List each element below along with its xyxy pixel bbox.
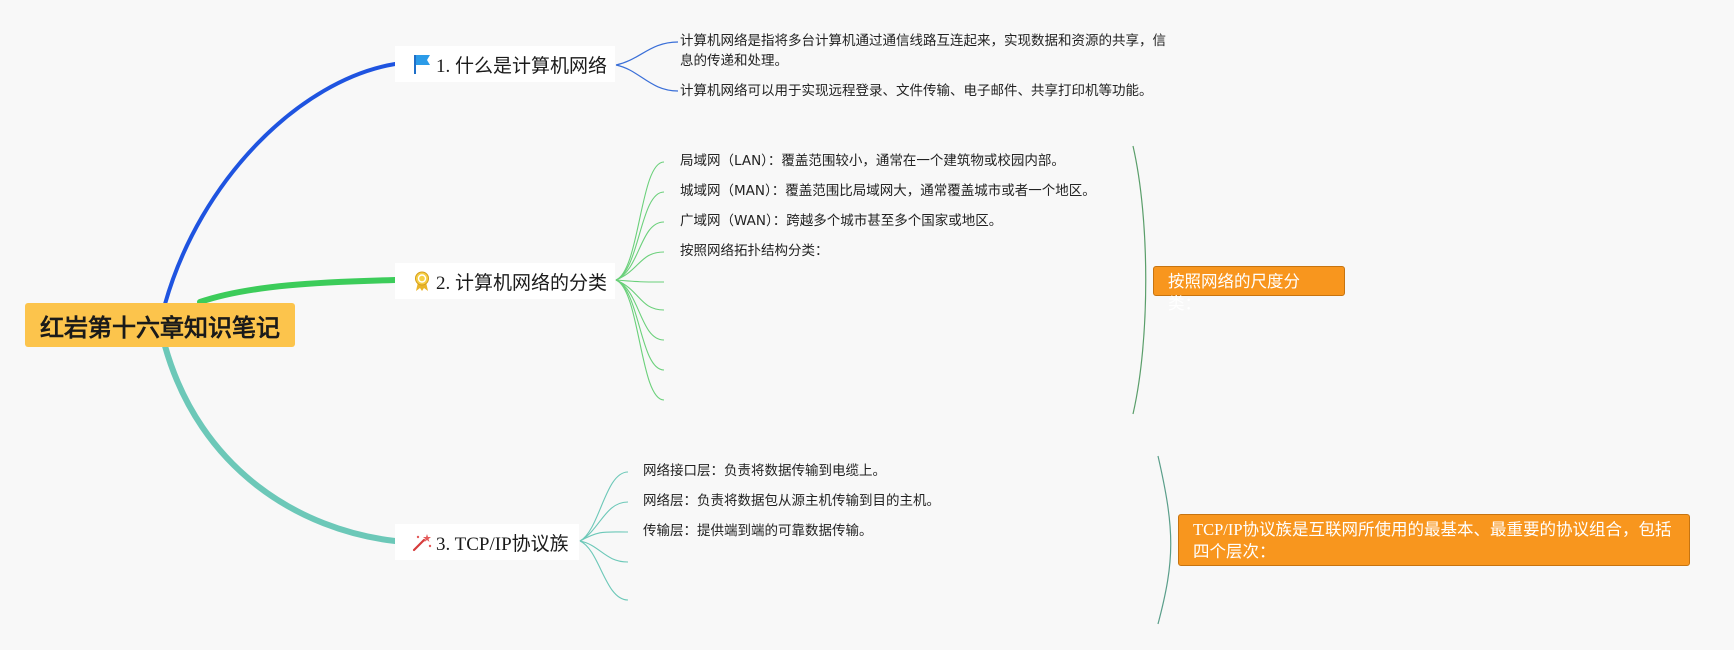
branch-1-leaf-1[interactable]: 计算机网络是指将多台计算机通过通信线路互连起来，实现数据和资源的共享，信息的传递…	[680, 33, 1166, 69]
branch-2-leaf-3[interactable]: 广域网（WAN）：跨越多个城市甚至多个国家或地区。	[680, 213, 1003, 229]
branch-topic-1[interactable]: 1. 什么是计算机网络	[395, 46, 615, 82]
branch-2-label: 2. 计算机网络的分类	[436, 272, 608, 294]
branch-topic-3[interactable]: 3. TCP/IP协议族	[395, 524, 579, 560]
branch-2-leaf-1[interactable]: 局域网（LAN）：覆盖范围较小，通常在一个建筑物或校园内部。	[680, 153, 1065, 169]
branch-1-connector	[163, 62, 397, 306]
branch-3-summary[interactable]: TCP/IP协议族是互联网所使用的最基本、最重要的协议组合，包括四个层次：	[1178, 514, 1690, 566]
branch-3-leaf-2[interactable]: 网络层：负责将数据包从源主机传输到目的主机。	[643, 493, 940, 509]
branch-2-leaf-4[interactable]: 按照网络拓扑结构分类：	[680, 243, 829, 259]
branch-1-label: 1. 什么是计算机网络	[436, 55, 608, 77]
branch-2-summary[interactable]: 按照网络的尺度分类：	[1153, 266, 1345, 313]
root-topic[interactable]: 红岩第十六章知识笔记	[25, 303, 295, 347]
branch-2-summary-text: 按照网络的尺度分类：	[1168, 272, 1300, 313]
branch-3-label: 3. TCP/IP协议族	[436, 533, 569, 555]
branch-topic-2[interactable]: 2. 计算机网络的分类	[395, 263, 615, 299]
flag-icon	[411, 53, 433, 75]
branch-1-leaf-connectors	[615, 41, 679, 92]
branch-3-leaf-1[interactable]: 网络接口层：负责将数据传输到电缆上。	[643, 463, 886, 479]
root-title: 红岩第十六章知识笔记	[40, 313, 280, 342]
branch-1-leaf-2[interactable]: 计算机网络可以用于实现远程登录、文件传输、电子邮件、共享打印机等功能。	[680, 83, 1153, 99]
award-ribbon-icon	[411, 270, 433, 292]
branch-2-connector	[197, 277, 398, 305]
magic-wand-icon	[411, 531, 433, 553]
branch-2-leaf-2[interactable]: 城域网（MAN）：覆盖范围比局域网大，通常覆盖城市或者一个地区。	[680, 183, 1096, 199]
branch-3-leaf-connectors	[579, 471, 629, 601]
branch-3-summary-text: TCP/IP协议族是互联网所使用的最基本、最重要的协议组合，包括四个层次：	[1193, 520, 1672, 561]
branch-2-summary-brace	[1132, 145, 1147, 415]
branch-3-connector	[162, 343, 398, 544]
branch-3-summary-brace	[1157, 455, 1172, 625]
branch-2-leaf-connectors	[615, 161, 665, 401]
branch-3-leaf-3[interactable]: 传输层：提供端到端的可靠数据传输。	[643, 523, 873, 539]
